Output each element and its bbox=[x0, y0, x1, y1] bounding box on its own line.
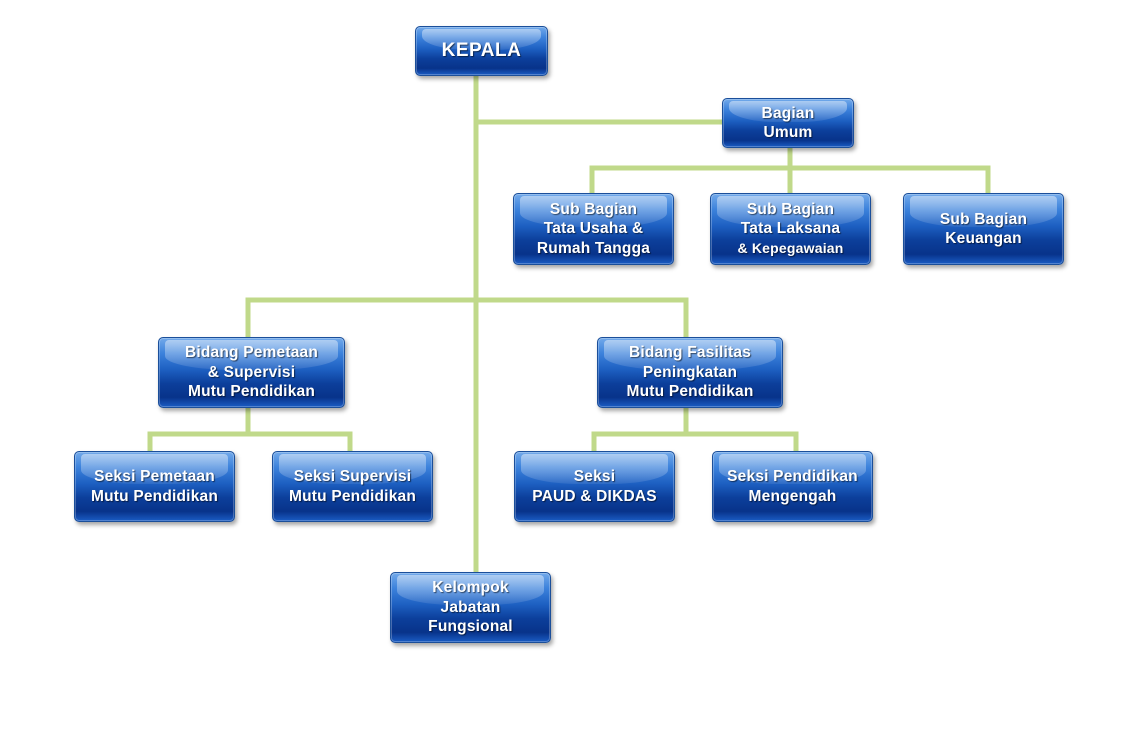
seksi-menengah-box: Seksi Pendidikan Mengengah bbox=[712, 451, 873, 522]
bidang-fasilitas-line-2: Peningkatan bbox=[642, 363, 738, 381]
sub-bagian-keuangan-line-1: Sub Bagian bbox=[939, 210, 1028, 228]
seksi-supervisi-box: Seksi Supervisi Mutu Pendidikan bbox=[272, 451, 433, 522]
bagian-umum-box: Bagian Umum bbox=[722, 98, 854, 148]
bidang-fasilitas-line-1: Bidang Fasilitas bbox=[628, 344, 752, 362]
kepala-box: KEPALA bbox=[415, 26, 548, 76]
sub-bagian-keuangan-box: Sub Bagian Keuangan bbox=[903, 193, 1064, 265]
bidang-fasilitas-line-3: Mutu Pendidikan bbox=[626, 383, 754, 401]
seksi-pemetaan-line-2: Mutu Pendidikan bbox=[91, 487, 218, 505]
bagian-umum-line-1: Bagian bbox=[761, 104, 815, 122]
seksi-paud-box: Seksi PAUD & DIKDAS bbox=[514, 451, 675, 522]
kelompok-jabatan-line-2: Jabatan bbox=[440, 598, 501, 616]
seksi-paud-line-2: PAUD & DIKDAS bbox=[532, 487, 657, 505]
sub-bagian-tata-usaha-line-3: Rumah Tangga bbox=[536, 239, 651, 257]
seksi-supervisi-line-1: Seksi Supervisi bbox=[293, 468, 412, 485]
bidang-pemetaan-line-2: & Supervisi bbox=[207, 363, 296, 381]
kelompok-jabatan-line-1: Kelompok bbox=[432, 579, 509, 597]
seksi-paud-line-1: Seksi bbox=[573, 468, 616, 485]
bidang-fasilitas-box: Bidang Fasilitas Peningkatan Mutu Pendid… bbox=[597, 337, 783, 408]
kelompok-jabatan-line-3: Fungsional bbox=[428, 618, 513, 636]
kelompok-jabatan-box: Kelompok Jabatan Fungsional bbox=[390, 572, 551, 643]
sub-bagian-tata-laksana-box: Sub Bagian Tata Laksana & Kepegawaian bbox=[710, 193, 871, 265]
kepala-label: KEPALA bbox=[441, 40, 522, 62]
bidang-pemetaan-box: Bidang Pemetaan & Supervisi Mutu Pendidi… bbox=[158, 337, 345, 408]
seksi-pemetaan-box: Seksi Pemetaan Mutu Pendidikan bbox=[74, 451, 235, 522]
sub-bagian-tata-usaha-line-2: Tata Usaha & bbox=[543, 220, 644, 238]
bidang-pemetaan-line-3: Mutu Pendidikan bbox=[188, 383, 315, 401]
sub-bagian-tata-laksana-line-2: Tata Laksana bbox=[740, 220, 841, 238]
seksi-menengah-line-1: Seksi Pendidikan bbox=[727, 468, 858, 485]
bidang-pemetaan-line-1: Bidang Pemetaan bbox=[184, 344, 319, 362]
seksi-menengah-line-2: Mengengah bbox=[748, 487, 837, 505]
bagian-umum-line-2: Umum bbox=[763, 124, 813, 141]
sub-bagian-tata-laksana-line-1: Sub Bagian bbox=[746, 200, 835, 218]
seksi-supervisi-line-2: Mutu Pendidikan bbox=[289, 487, 416, 505]
sub-bagian-tata-laksana-line-3: & Kepegawaian bbox=[737, 239, 844, 256]
seksi-pemetaan-line-1: Seksi Pemetaan bbox=[94, 468, 215, 485]
sub-bagian-keuangan-line-2: Keuangan bbox=[945, 230, 1022, 247]
sub-bagian-tata-usaha-line-1: Sub Bagian bbox=[549, 200, 638, 218]
sub-bagian-tata-usaha-box: Sub Bagian Tata Usaha & Rumah Tangga bbox=[513, 193, 674, 265]
